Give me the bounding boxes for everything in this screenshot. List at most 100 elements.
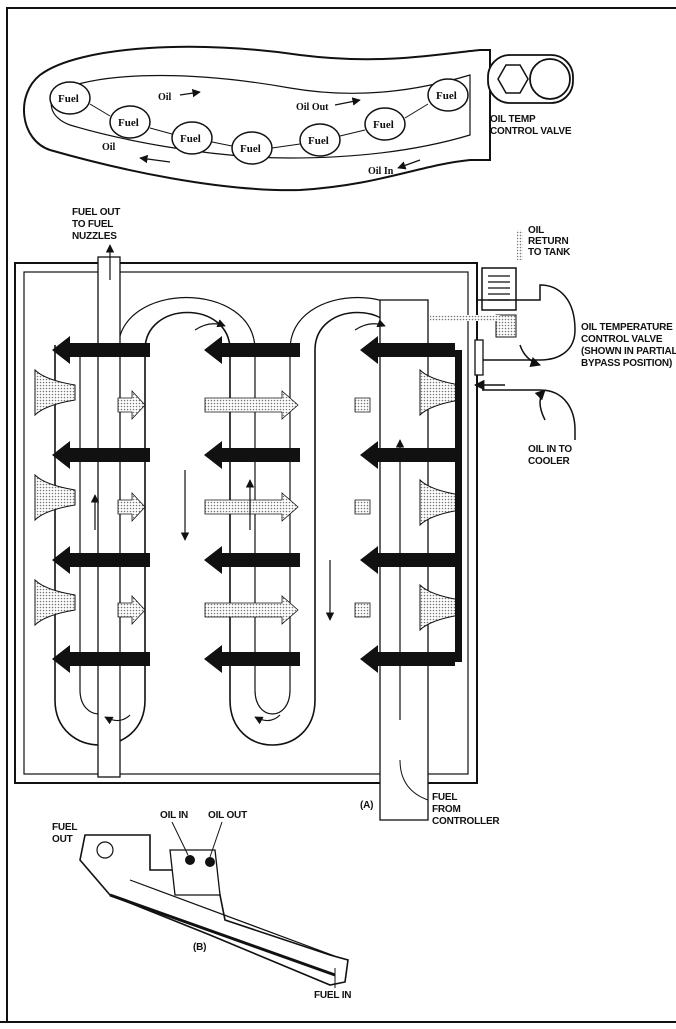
oil-arrow-left — [360, 336, 455, 364]
oil-arrow-left — [52, 336, 150, 364]
fuel-circle — [49, 81, 91, 115]
oil-inlet-manifold — [440, 350, 462, 662]
oil-arrow-left — [52, 645, 150, 673]
fuel-out-b-label: FUEL — [52, 822, 77, 833]
fuel-circle — [427, 78, 469, 112]
oil-flow-arrow — [139, 154, 171, 164]
oil-return-label: OIL — [528, 225, 544, 236]
fuel-from-label: CONTROLLER — [432, 816, 500, 827]
fuel-from-label: FROM — [432, 804, 461, 815]
oil-channel-inner — [50, 74, 471, 159]
oil-inlet-passage — [482, 389, 576, 440]
valve-description-label: (SHOWN IN PARTIAL — [581, 346, 676, 357]
cooler-tube-edge — [129, 879, 341, 959]
fuel-out-label: TO FUEL — [72, 219, 113, 230]
oil-in-cooler-label: COOLER — [528, 456, 571, 467]
cooler-housing-inner — [23, 271, 469, 775]
oil-arrow-left — [360, 546, 455, 574]
fuel-label: Fuel — [436, 90, 457, 102]
oil-flow-arrow — [519, 344, 541, 367]
oil-flow-arrow — [334, 97, 361, 106]
oil-in-b-label: OIL IN — [160, 810, 188, 821]
oil-return-label: RETURN — [528, 236, 568, 247]
oil-flow-label: Oil — [102, 142, 116, 153]
oil-arrow-left — [360, 645, 455, 673]
dotted-arrow-right — [354, 397, 371, 413]
oil-temp-label: CONTROL VALVE — [490, 126, 572, 137]
fuel-label: Fuel — [118, 117, 139, 129]
dotted-arrow-right — [354, 499, 371, 515]
dotted-arrow-right — [117, 594, 146, 626]
valve-spring-icon — [488, 275, 510, 301]
oil-out-label: Oil Out — [296, 102, 329, 113]
stipple-fin — [34, 578, 76, 627]
fuel-label: Fuel — [240, 143, 261, 155]
oil-flow-label: Oil — [158, 92, 172, 103]
dotted-arrow-right — [204, 595, 299, 625]
fuel-tube-links — [89, 103, 429, 149]
oil-in-port — [185, 855, 195, 865]
oil-out-b-label: OIL OUT — [208, 810, 247, 821]
valve-housing — [481, 267, 517, 311]
thin-flow-arrows — [90, 244, 405, 725]
dotted-arrow-right — [204, 492, 299, 522]
oil-arrow-left — [204, 645, 300, 673]
fuel-label: Fuel — [180, 133, 201, 145]
fuel-out-port — [96, 841, 114, 859]
oil-arrow-left — [204, 546, 300, 574]
oil-in-cooler-label: OIL IN TO — [528, 444, 572, 455]
oil-out-leader — [209, 821, 223, 858]
fuel-out-tube — [97, 256, 121, 778]
top-schematic: Fuel Fuel Fuel Fuel Fuel Fuel Fuel Oil O… — [23, 45, 574, 192]
bypass-port — [474, 339, 484, 376]
fuel-circle — [171, 121, 213, 155]
dotted-arrow-right — [354, 602, 371, 618]
valve-block — [169, 849, 221, 896]
oil-arrow-left — [52, 546, 150, 574]
valve-nut-icon — [497, 64, 529, 94]
diagram-b: FUEL OUT OIL IN OIL OUT FUEL IN (B) — [52, 810, 352, 1001]
oil-flow-arrow — [179, 88, 201, 98]
fuel-circle — [364, 107, 406, 141]
fuel-from-label: FUEL — [432, 792, 457, 803]
dotted-arrow-right — [117, 491, 146, 523]
fuel-circle — [109, 105, 151, 139]
fuel-circles — [49, 78, 469, 165]
valve-cap-icon — [529, 58, 571, 100]
dotted-arrow-right — [204, 390, 299, 420]
oil-temperature-control-valve — [430, 230, 576, 440]
oil-arrow-left — [204, 336, 300, 364]
oil-flow-arrow — [534, 389, 546, 421]
valve-description-label: BYPASS POSITION) — [581, 358, 672, 369]
stipple-fin — [34, 368, 76, 417]
valve-description-label: CONTROL VALVE — [581, 334, 663, 345]
fuel-out-label: NUZZLES — [72, 231, 117, 242]
stipple-fin — [34, 473, 76, 522]
oil-out-port — [205, 857, 215, 867]
fuel-label: Fuel — [373, 119, 394, 131]
fuel-label: Fuel — [58, 93, 79, 105]
fuel-from-leader — [399, 759, 429, 801]
oil-arrow-left — [52, 441, 150, 469]
caption-a: (A) — [360, 800, 373, 811]
dotted-fins — [34, 368, 461, 632]
valve-piston — [495, 314, 517, 338]
dotted-arrows — [117, 389, 371, 626]
oil-flow-arrow — [397, 159, 421, 170]
cooler-tube — [109, 893, 336, 977]
oil-channel-outer — [23, 45, 491, 192]
oil-return-label: TO TANK — [528, 247, 571, 258]
oil-temp-label: OIL TEMP — [490, 114, 536, 125]
oil-flow-arrows — [52, 336, 462, 673]
oil-in-leader — [171, 821, 189, 856]
turn-arrow — [354, 319, 386, 331]
turn-arrow — [254, 714, 281, 725]
valve-description-label: OIL TEMPERATURE — [581, 322, 673, 333]
fuel-circle — [299, 123, 341, 157]
oil-in-label: Oil In — [368, 166, 394, 177]
fuel-label: Fuel — [308, 135, 329, 147]
valve-passage — [477, 284, 576, 361]
fuel-in-b-label: FUEL IN — [314, 990, 351, 1001]
